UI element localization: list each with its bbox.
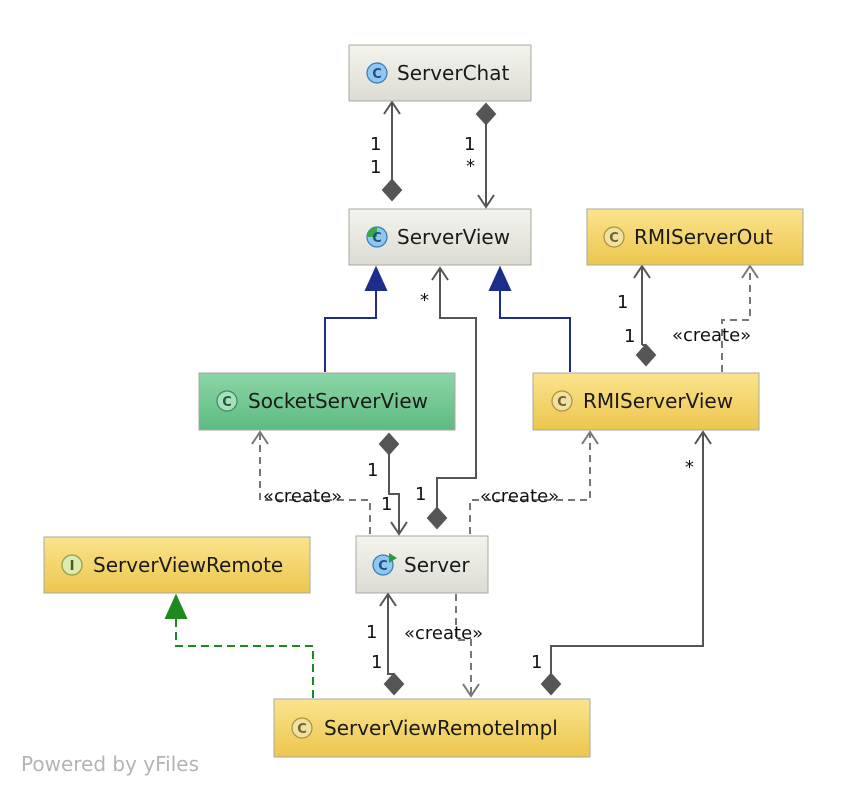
mult-impl-server-end: 1 — [371, 652, 382, 673]
node-label: RMIServerOut — [634, 225, 773, 249]
node-label: ServerChat — [397, 61, 509, 85]
mult-impl-rmiserverview-end: 1 — [531, 652, 542, 673]
edge-rmiserverview-creates-rmiserverout — [721, 264, 759, 372]
edge-rmiserverview-generalization — [488, 265, 571, 372]
node-label: SocketServerView — [248, 389, 428, 413]
runnable-class-icon: C — [372, 553, 397, 576]
create-label-rmiserverview: «create» — [480, 486, 559, 507]
mult-serverchat-views-dst: * — [466, 156, 475, 177]
mult-serverview-end: 1 — [370, 157, 381, 178]
svg-text:I: I — [70, 559, 75, 574]
mult-serverchat-end: 1 — [370, 134, 381, 155]
mult-rmiserverview-impl-end: * — [685, 457, 694, 478]
mult-socket-end: 1 — [367, 460, 378, 481]
mult-server-end-socket: 1 — [381, 494, 392, 515]
edge-serverchat-serverview-views — [475, 102, 497, 209]
node-serverviewremoteimpl[interactable]: C ServerViewRemoteImpl — [273, 698, 591, 758]
edge-socketserverview-server-assoc — [378, 432, 408, 536]
edge-serverchat-serverview-assoc — [381, 100, 403, 202]
edge-server-creates-socketserverview — [251, 430, 371, 534]
node-serverviewremote[interactable]: I ServerViewRemote — [43, 536, 311, 594]
edge-serverviewremoteimpl-server-assoc — [379, 592, 405, 696]
svg-text:C: C — [378, 559, 388, 574]
edge-rmiserverview-rmiserverout-assoc — [633, 264, 657, 367]
node-label: ServerViewRemote — [93, 553, 283, 577]
svg-text:C: C — [557, 395, 567, 410]
edge-server-creates-rmiserverview — [469, 430, 599, 534]
svg-text:C: C — [372, 231, 382, 246]
class-icon: C — [366, 62, 388, 84]
node-server[interactable]: C Server — [355, 535, 489, 594]
node-label: RMIServerView — [583, 389, 733, 413]
svg-text:C: C — [372, 67, 382, 82]
node-serverview[interactable]: C ServerView — [348, 208, 532, 266]
abstract-class-icon: C — [366, 226, 388, 248]
mult-serverchat-views-src: 1 — [464, 134, 475, 155]
class-icon: C — [216, 390, 238, 412]
svg-text:C: C — [609, 231, 619, 246]
node-label: Server — [404, 553, 470, 577]
create-label-serverviewremoteimpl: «create» — [404, 623, 483, 644]
node-socketserverview[interactable]: C SocketServerView — [198, 372, 456, 431]
node-rmiserverout[interactable]: C RMIServerOut — [586, 208, 804, 266]
interface-icon: I — [61, 554, 83, 576]
mult-rmiserverout-end: 1 — [617, 292, 628, 313]
node-label: ServerView — [397, 225, 510, 249]
edge-server-creates-serverviewremoteimpl — [455, 594, 480, 698]
edge-server-serverview-assoc — [426, 266, 477, 530]
mult-server-to-serverview-dst: * — [420, 290, 429, 311]
powered-by-footer: Powered by yFiles — [21, 752, 199, 776]
class-icon: C — [551, 390, 573, 412]
create-label-socketserverview: «create» — [263, 486, 342, 507]
node-rmiserverview[interactable]: C RMIServerView — [532, 372, 760, 431]
mult-rmiserverview-end: 1 — [624, 326, 635, 347]
mult-server-impl-end: 1 — [366, 622, 377, 643]
edge-serverviewremoteimpl-realization — [164, 593, 314, 698]
node-serverchat[interactable]: C ServerChat — [348, 44, 532, 102]
edge-socketserverview-generalization — [324, 265, 388, 372]
class-icon: C — [603, 226, 625, 248]
edge-serverviewremoteimpl-rmiserverview-assoc — [540, 430, 712, 696]
create-label-rmiserverout: «create» — [672, 325, 751, 346]
node-label: ServerViewRemoteImpl — [324, 716, 558, 740]
svg-text:C: C — [222, 395, 232, 410]
mult-server-to-serverview-src: 1 — [415, 484, 426, 505]
svg-text:C: C — [297, 722, 307, 737]
class-icon: C — [291, 717, 313, 739]
